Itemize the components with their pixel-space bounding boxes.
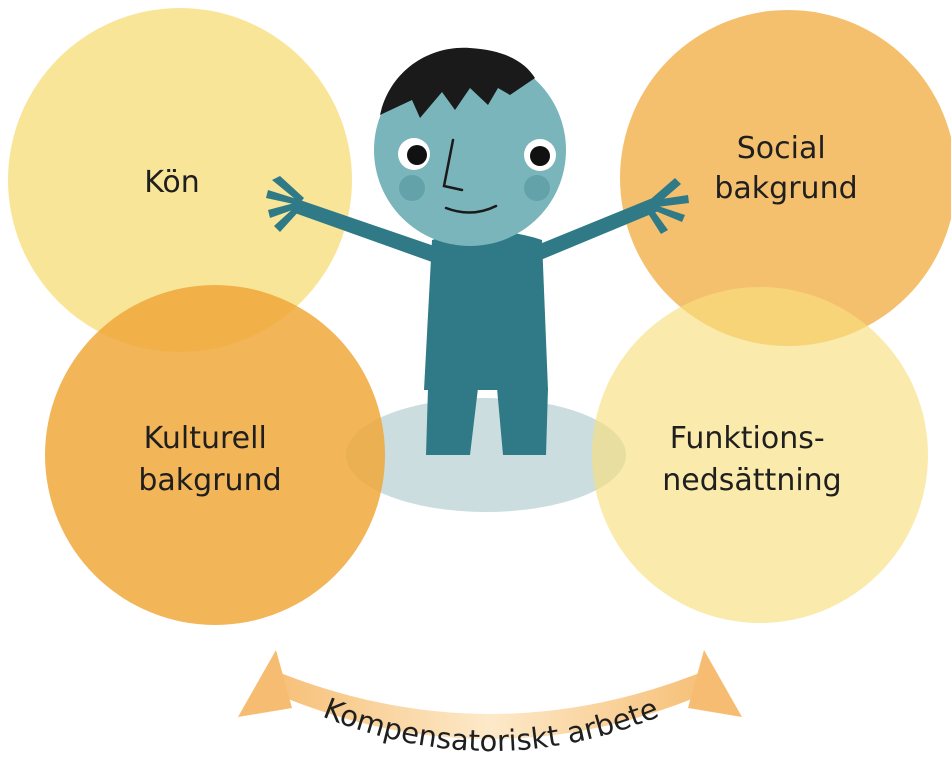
label-funktionsnedsattning: Funktions- nedsättning [662,421,841,498]
circle-kon [8,8,352,352]
ground-shadow [346,398,626,512]
label-kon: Kön [144,165,200,200]
label-social-bakgrund: Social bakgrund [714,131,857,206]
circle-kulturell-bakgrund [45,285,385,625]
circle-social-bakgrund [620,10,951,346]
circle-funktionsnedsattning [592,287,928,623]
curved-double-arrow-icon [238,650,742,739]
label-kulturell-bakgrund: Kulturell bakgrund [138,421,281,498]
child-figure-icon [266,47,689,455]
